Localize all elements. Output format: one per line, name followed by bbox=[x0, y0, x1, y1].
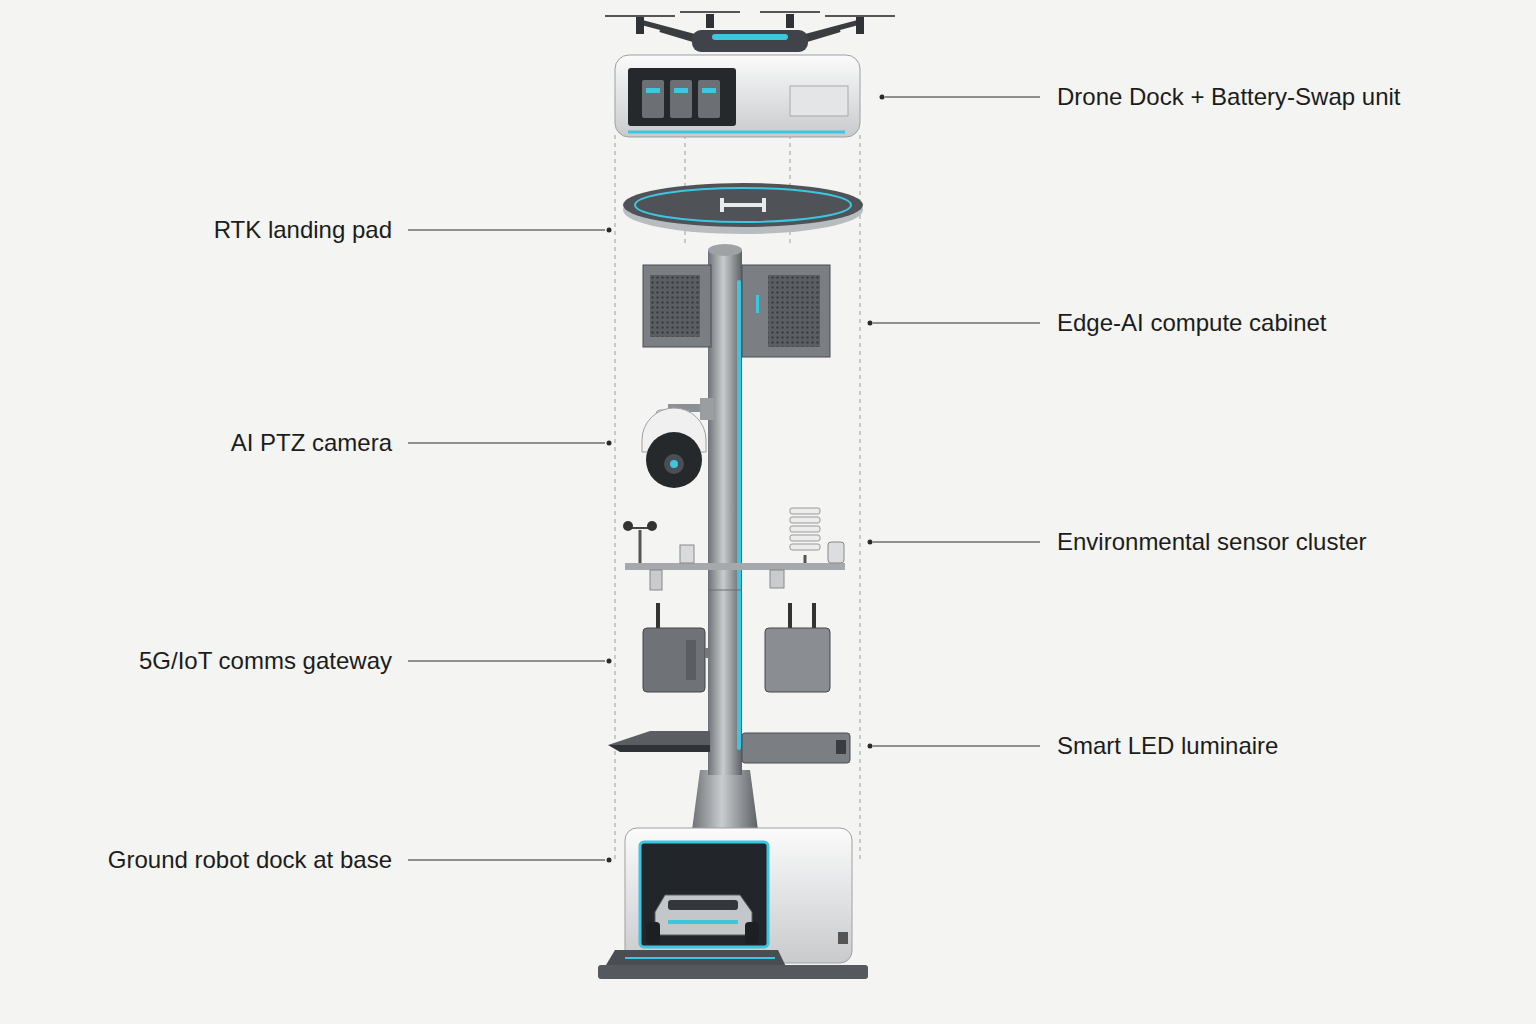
comms-gateway bbox=[643, 603, 830, 692]
drone bbox=[605, 12, 895, 52]
robot-dock bbox=[598, 828, 868, 979]
compute-cabinet bbox=[643, 265, 830, 357]
leader-dots bbox=[607, 95, 885, 863]
drone-dock bbox=[615, 55, 860, 137]
sensor-cluster bbox=[623, 508, 845, 590]
callout-label: Smart LED luminaire bbox=[1057, 732, 1278, 761]
landing-pad bbox=[623, 183, 863, 234]
callout-label: 5G/IoT comms gateway bbox=[139, 647, 392, 676]
led-luminaire bbox=[608, 731, 850, 763]
callout-label: Ground robot dock at base bbox=[108, 846, 392, 875]
callout-label: RTK landing pad bbox=[214, 216, 392, 245]
callout-label: Environmental sensor cluster bbox=[1057, 528, 1366, 557]
callout-label: Edge-AI compute cabinet bbox=[1057, 309, 1327, 338]
callout-label: AI PTZ camera bbox=[231, 429, 392, 458]
callout-label: Drone Dock + Battery-Swap unit bbox=[1057, 83, 1401, 112]
leader-lines bbox=[408, 97, 1040, 860]
ptz-camera bbox=[642, 398, 714, 488]
